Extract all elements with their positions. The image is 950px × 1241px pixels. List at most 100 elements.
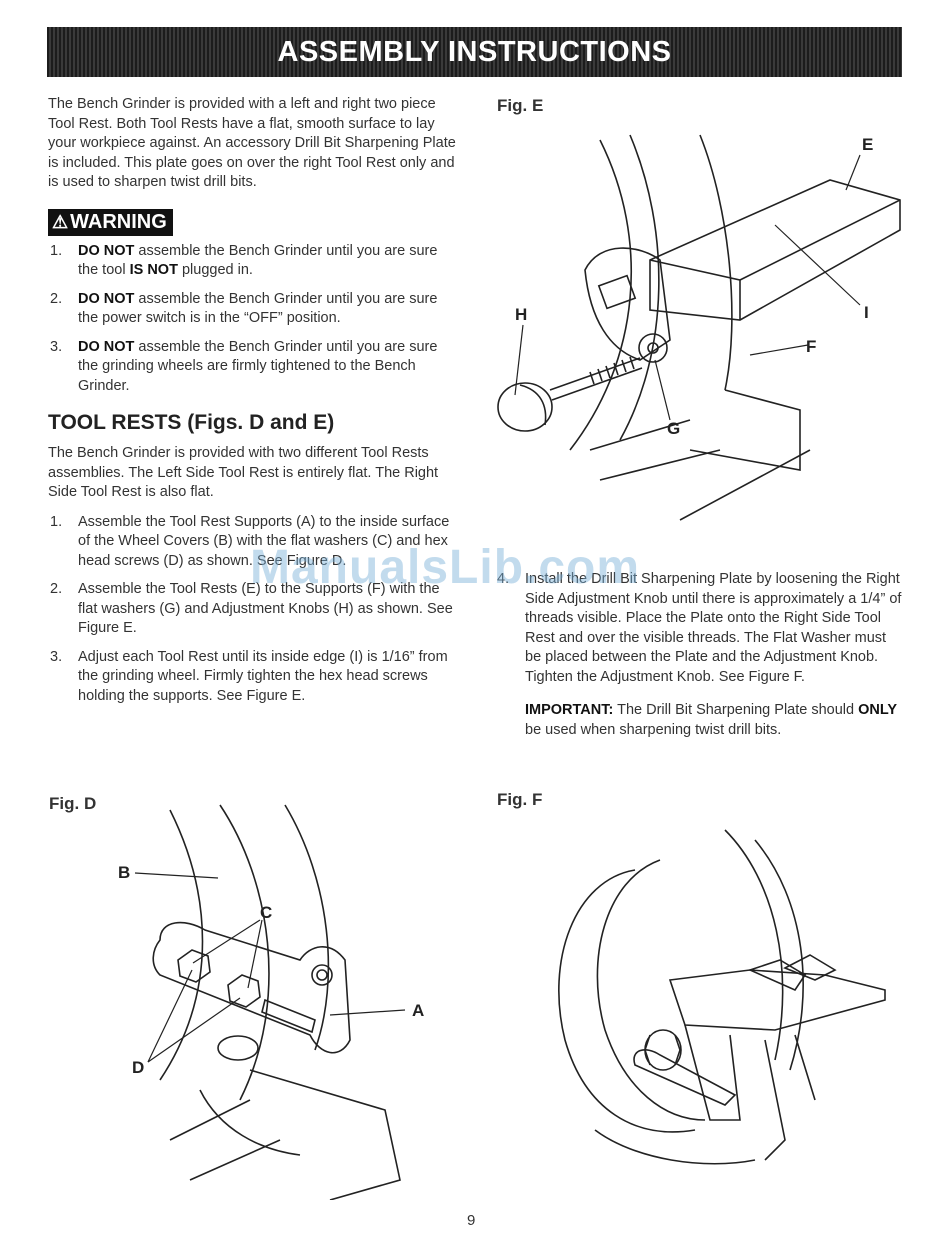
step-item: 3. Adjust each Tool Rest until its insid… xyxy=(48,648,458,707)
wheel-arc xyxy=(596,859,706,1121)
base-edge xyxy=(594,1129,756,1165)
knob-ridges xyxy=(644,1034,681,1066)
wheel-arc xyxy=(219,804,270,1101)
item-text: assemble the Bench Grinder until you are… xyxy=(78,242,438,279)
fig-d-title: Fig. D xyxy=(49,794,97,813)
fig-f-illustration xyxy=(558,829,886,1165)
tool-rest-block xyxy=(649,179,901,321)
item-number: 3. xyxy=(50,338,63,355)
wheel-arc xyxy=(619,134,660,441)
wheel-arc xyxy=(284,804,330,1051)
hex-screw xyxy=(597,274,637,310)
warning-item: 3. DO NOT assemble the Bench Grinder unt… xyxy=(48,338,458,397)
tool-rests-intro: The Bench Grinder is provided with two d… xyxy=(48,445,439,500)
step-item: 4. Install the Drill Bit Sharpening Plat… xyxy=(497,570,905,687)
watermark: ManualsLib.com xyxy=(250,541,641,594)
leader-line-i xyxy=(774,224,861,306)
important-note: IMPORTANT: The Drill Bit Sharpening Plat… xyxy=(525,701,905,740)
tool-rest xyxy=(668,969,886,1031)
hex-nut xyxy=(177,949,211,983)
sharpening-plate xyxy=(747,959,807,992)
label-f: F xyxy=(806,337,816,356)
step-text: Assemble the Tool Rest Supports (A) to t… xyxy=(78,513,450,569)
wheel-arc xyxy=(754,839,804,1071)
step-text: Install the Drill Bit Sharpening Plate b… xyxy=(525,571,902,685)
item-number: 1. xyxy=(50,242,63,259)
leader-line-g xyxy=(654,359,671,421)
warning-item: 2. DO NOT assemble the Bench Grinder unt… xyxy=(48,290,458,329)
step-item: 2. Assemble the Tool Rests (E) to the Su… xyxy=(48,580,458,639)
step-item: 1. Assemble the Tool Rest Supports (A) t… xyxy=(48,513,458,572)
base-edge xyxy=(199,1089,301,1156)
label-c: C xyxy=(260,903,272,922)
step-number: 2. xyxy=(50,581,63,597)
section-banner: ASSEMBLY INSTRUCTIONS xyxy=(47,27,902,77)
support-plate xyxy=(152,921,351,1054)
adjust-hole xyxy=(311,964,333,986)
threaded-rod xyxy=(549,357,643,401)
item-text: assemble the Bench Grinder until you are… xyxy=(78,338,438,394)
warning-triangle-icon: ⚠ xyxy=(52,211,69,232)
tool-rest-top xyxy=(649,199,901,281)
washer-hole xyxy=(647,342,659,354)
fig-e-title: Fig. E xyxy=(497,96,544,115)
leader-line-b xyxy=(134,872,219,879)
left-column: The Bench Grinder is provided with a lef… xyxy=(48,95,458,715)
label-e: E xyxy=(862,135,873,154)
warning-list: 1. DO NOT assemble the Bench Grinder unt… xyxy=(48,242,458,397)
base-line xyxy=(589,419,811,521)
label-i: I xyxy=(864,303,869,322)
step-number: 3. xyxy=(50,648,63,665)
warning-label: WARNING xyxy=(70,210,167,233)
bold-text: DO NOT xyxy=(78,338,135,355)
leader-line-f xyxy=(749,344,809,356)
leader-line-c1 xyxy=(192,919,261,964)
leader-line-a xyxy=(329,1009,406,1016)
grinder-base xyxy=(689,389,801,471)
support xyxy=(684,1024,741,1121)
support-plate xyxy=(584,247,671,361)
page-title: ASSEMBLY INSTRUCTIONS xyxy=(277,35,672,68)
important-label: IMPORTANT: xyxy=(525,702,614,718)
page-number: 9 xyxy=(467,1212,476,1229)
grinder-body xyxy=(764,1034,816,1161)
steps-list: 1. Assemble the Tool Rest Supports (A) t… xyxy=(48,513,458,707)
item-text: assemble the Bench Grinder until you are… xyxy=(78,290,438,327)
leader-line-d1 xyxy=(147,969,193,1063)
thread-marks xyxy=(589,356,635,385)
important-text: The Drill Bit Sharpening Plate should xyxy=(613,702,859,718)
item-number: 2. xyxy=(50,290,63,307)
adjustment-knob xyxy=(497,382,553,432)
support-slot xyxy=(261,998,316,1034)
grinder-base xyxy=(249,1069,401,1200)
wheel-arc xyxy=(558,869,696,1133)
label-h: H xyxy=(515,305,527,324)
step-number: 4. xyxy=(497,571,510,587)
adjust-hole-inner xyxy=(316,969,328,981)
leader-line-d2 xyxy=(147,997,241,1063)
washer xyxy=(638,333,668,363)
wheel-arc xyxy=(699,134,733,391)
bold-text: IS NOT xyxy=(129,262,178,278)
leader-line-c2 xyxy=(247,919,263,989)
label-b: B xyxy=(118,863,130,882)
warning-item: 1. DO NOT assemble the Bench Grinder unt… xyxy=(48,242,458,281)
label-g: G xyxy=(667,419,680,438)
fig-f-title: Fig. F xyxy=(497,790,543,809)
bold-text: DO NOT xyxy=(78,242,135,259)
tool-rests-heading: TOOL RESTS (Figs. D and E) xyxy=(48,411,335,434)
label-d: D xyxy=(132,1058,144,1077)
fig-e-illustration: E H I F G xyxy=(497,134,901,521)
fig-d-illustration: B C A D xyxy=(118,804,424,1200)
step-number: 1. xyxy=(50,513,63,530)
support-slot xyxy=(633,1049,737,1106)
knob-ridges xyxy=(519,384,547,426)
step-text: Assemble the Tool Rests (E) to the Suppo… xyxy=(78,581,453,636)
mount-hole xyxy=(217,1035,259,1061)
warning-badge: ⚠WARNING xyxy=(48,208,173,236)
wheel-arc xyxy=(569,139,633,451)
right-column: 4. Install the Drill Bit Sharpening Plat… xyxy=(497,570,905,740)
steps-list-continued: 4. Install the Drill Bit Sharpening Plat… xyxy=(497,570,905,687)
wheel-arc xyxy=(159,809,204,1081)
hex-nut xyxy=(227,974,261,1008)
